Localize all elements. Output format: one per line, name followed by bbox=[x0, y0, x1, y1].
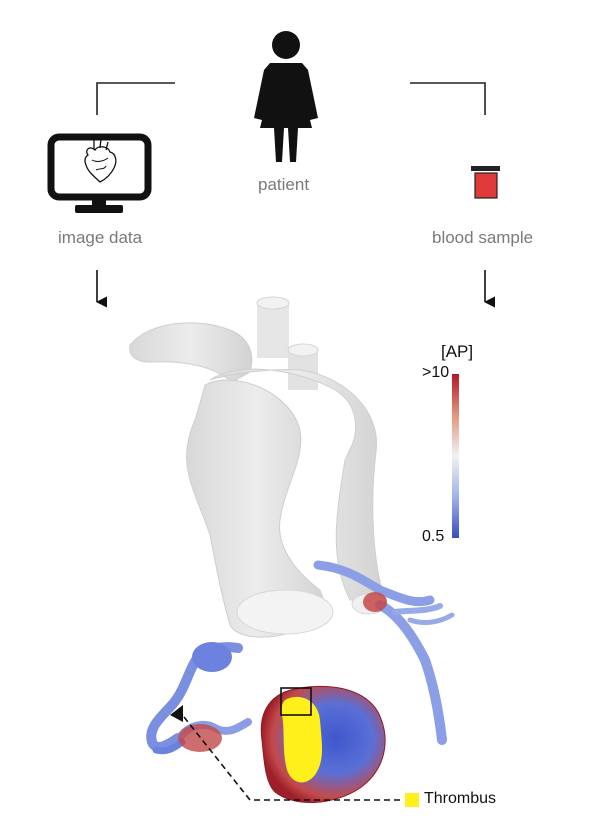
patient-label: patient bbox=[258, 175, 310, 194]
aorta-model bbox=[129, 296, 387, 638]
blood-sample-label: blood sample bbox=[432, 228, 534, 247]
thrombus-swatch bbox=[405, 793, 419, 807]
person-icon bbox=[254, 31, 318, 162]
colorbar-max-label: >10 bbox=[422, 364, 450, 381]
thrombus-legend-label: Thrombus bbox=[424, 790, 497, 807]
image-data-label: image data bbox=[58, 228, 143, 247]
colorbar-title: [AP] bbox=[441, 342, 474, 361]
zoom-box bbox=[280, 687, 312, 716]
colorbar-gradient bbox=[452, 374, 459, 538]
colorbar-min-label: 0.5 bbox=[422, 528, 445, 545]
blood-sample-icon bbox=[471, 166, 500, 199]
leader-line bbox=[170, 705, 400, 801]
monitor-heart-icon bbox=[47, 133, 152, 213]
ventricle-section bbox=[260, 685, 386, 803]
connector-lines bbox=[96, 82, 486, 115]
thrombus-hotspots bbox=[178, 592, 387, 752]
down-arrows bbox=[95, 270, 496, 308]
